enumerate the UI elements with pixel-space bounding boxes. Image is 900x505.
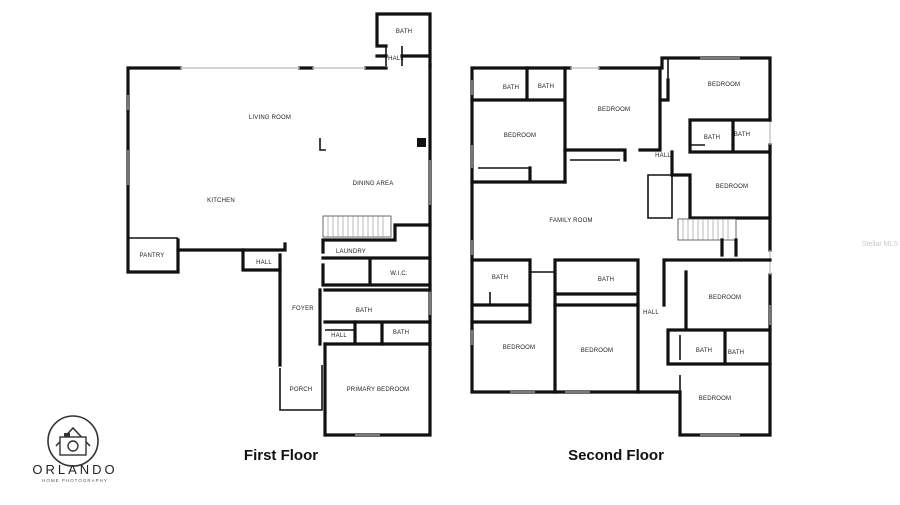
second-floor-stairs bbox=[677, 218, 737, 241]
room-label-bedroom: BEDROOM bbox=[598, 107, 630, 113]
room-label-bath: BATH bbox=[396, 29, 412, 35]
room-label-bedroom: BEDROOM bbox=[504, 133, 536, 139]
room-label-family-room: FAMILY ROOM bbox=[549, 218, 592, 224]
room-label-bath: BATH bbox=[734, 132, 750, 138]
room-label-laundry: LAUNDRY bbox=[336, 249, 366, 255]
room-label-living-room: LIVING ROOM bbox=[249, 115, 291, 121]
room-label-bath: BATH bbox=[356, 308, 372, 314]
room-label-bedroom: BEDROOM bbox=[709, 295, 741, 301]
room-label-bath: BATH bbox=[696, 348, 712, 354]
room-label-hall: HALL bbox=[643, 310, 659, 316]
room-label-hall: HALL bbox=[655, 153, 671, 159]
second-floor-title: Second Floor bbox=[568, 447, 664, 464]
brand-tagline: HOME PHOTOGRAPHY bbox=[42, 478, 108, 483]
room-label-kitchen: KITCHEN bbox=[207, 198, 235, 204]
brand-logo: ORLANDO HOME PHOTOGRAPHY bbox=[32, 415, 117, 483]
brand-name: ORLANDO bbox=[32, 462, 117, 477]
column-marker bbox=[417, 138, 426, 147]
room-label-bath: BATH bbox=[393, 330, 409, 336]
room-label-porch: PORCH bbox=[290, 387, 313, 393]
room-label-bath: BATH bbox=[503, 85, 519, 91]
room-label-bath: BATH bbox=[538, 84, 554, 90]
room-label-bedroom: BEDROOM bbox=[716, 184, 748, 190]
watermark-text: Stellar MLS bbox=[862, 241, 899, 248]
room-label-foyer: FOYER bbox=[292, 306, 314, 312]
room-label-wic: W.I.C. bbox=[390, 271, 408, 277]
first-floor-plan: BATH HALL LIVING ROOM KITCHEN DINING ARE… bbox=[126, 12, 432, 464]
room-label-bedroom: BEDROOM bbox=[581, 348, 613, 354]
first-floor-title: First Floor bbox=[244, 447, 318, 464]
second-floor-plan: BATH BATH BEDROOM BEDROOM BEDROOM BATH B… bbox=[470, 56, 772, 464]
room-label-bedroom: BEDROOM bbox=[503, 345, 535, 351]
camera-house-icon bbox=[47, 415, 99, 467]
room-label-bath: BATH bbox=[728, 350, 744, 356]
room-label-hall: HALL bbox=[256, 260, 272, 266]
room-label-pantry: PANTRY bbox=[140, 253, 165, 259]
room-label-bedroom: BEDROOM bbox=[708, 82, 740, 88]
room-label-hall: HALL bbox=[388, 56, 404, 62]
room-label-bath: BATH bbox=[492, 275, 508, 281]
room-label-bath: BATH bbox=[598, 277, 614, 283]
room-label-hall: HALL bbox=[331, 333, 347, 339]
room-label-dining-area: DINING AREA bbox=[353, 181, 394, 187]
room-label-bath: BATH bbox=[704, 135, 720, 141]
first-floor-stairs bbox=[322, 215, 392, 238]
room-label-primary-bedroom: PRIMARY BEDROOM bbox=[347, 387, 410, 393]
room-label-bedroom: BEDROOM bbox=[699, 396, 731, 402]
